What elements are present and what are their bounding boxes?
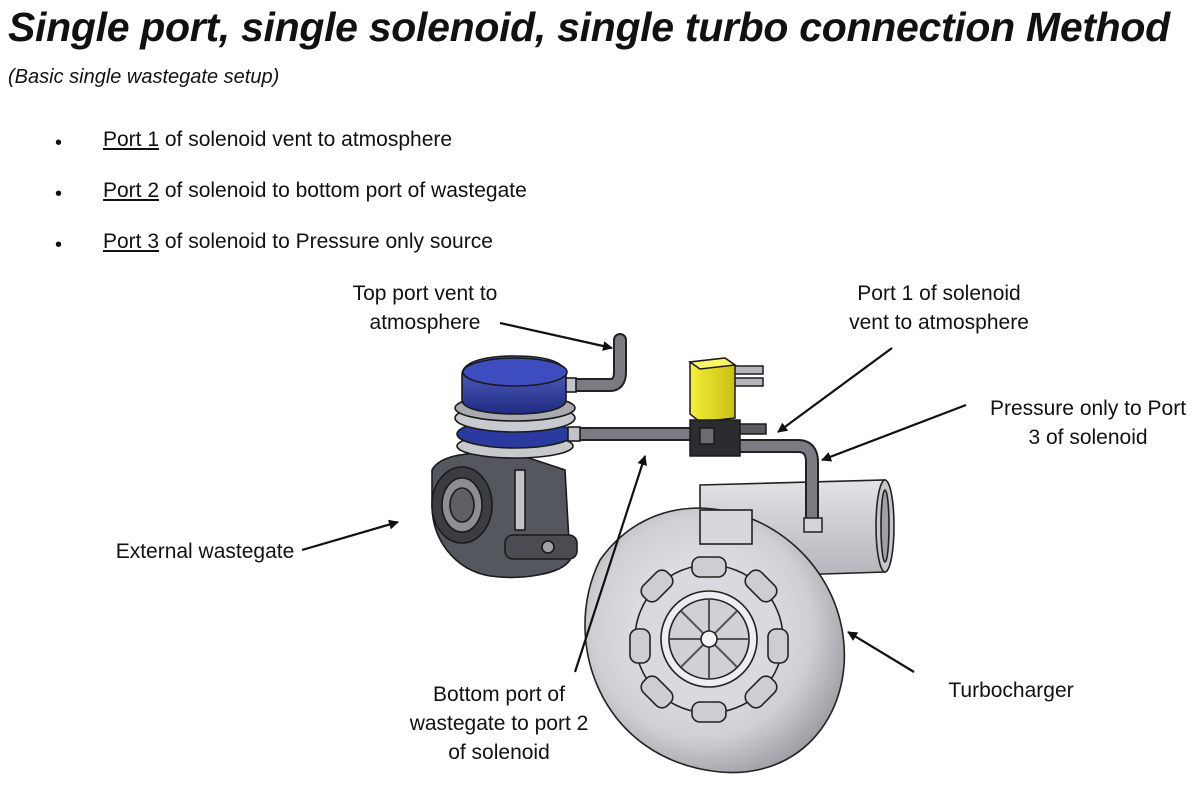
bottom-port-label: Bottom port of wastegate to port 2 of so…	[409, 683, 589, 764]
list-item-text: of solenoid vent to atmosphere	[159, 128, 453, 151]
boost-solenoid	[687, 357, 767, 457]
vacuum-hoses	[565, 333, 819, 527]
pressure-fitting	[803, 517, 823, 533]
port-3-link: Port 3	[103, 230, 160, 253]
list-item-text: of solenoid to bottom port of wastegate	[159, 179, 527, 202]
pressure-source-label: Pressure only to Port 3 of solenoid	[989, 397, 1187, 449]
bullet-icon: •	[55, 183, 63, 205]
port1-solenoid-label: Port 1 of solenoid vent to atmosphere	[849, 282, 1029, 334]
port-2-link: Port 2	[103, 179, 160, 202]
page-subtitle: (Basic single wastegate setup)	[8, 66, 280, 88]
list-item-text: of solenoid to Pressure only source	[159, 230, 493, 253]
turbocharger	[584, 479, 895, 774]
callout-arrows	[301, 321, 967, 673]
bullet-icon: •	[55, 132, 63, 154]
external-wastegate-label: External wastegate	[115, 540, 295, 563]
turbocharger-label: Turbocharger	[948, 679, 1074, 702]
bullet-icon: •	[55, 234, 63, 256]
page-title: Single port, single solenoid, single tur…	[8, 4, 1170, 50]
port-1-link: Port 1	[103, 128, 160, 151]
external-wastegate	[431, 355, 581, 579]
top-port-vent-label: Top port vent to atmosphere	[352, 282, 498, 334]
